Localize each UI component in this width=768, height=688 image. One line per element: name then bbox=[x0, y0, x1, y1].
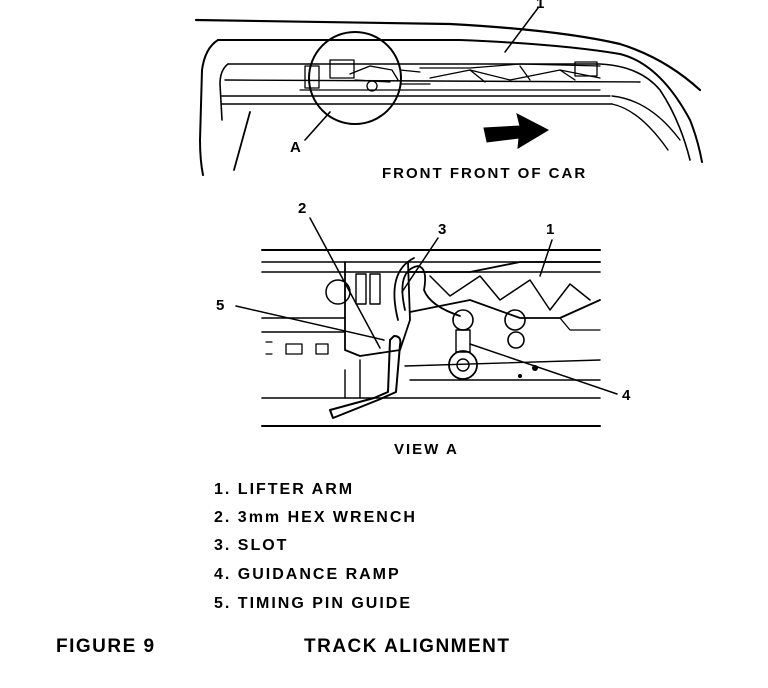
legend-item-timing-pin-guide: 5. TIMING PIN GUIDE bbox=[214, 595, 412, 612]
detail-label-a: A bbox=[290, 139, 301, 156]
legend-item-slot: 3. SLOT bbox=[214, 537, 288, 554]
figure-caption: FIGURE 9 TRACK ALIGNMENT bbox=[56, 636, 511, 657]
legend-item-lifter-arm: 1. LIFTER ARM bbox=[214, 481, 354, 498]
legend-item-hex-wrench: 2. 3mm HEX WRENCH bbox=[214, 509, 417, 526]
view-a-detail: 2 3 1 5 4 VIEW A bbox=[216, 200, 631, 458]
callout-5: 5 bbox=[216, 297, 224, 314]
front-of-car-label: FRONT FRONT OF CAR bbox=[382, 165, 587, 182]
legend-item-guidance-ramp: 4. GUIDANCE RAMP bbox=[214, 566, 401, 583]
legend: 1. LIFTER ARM 2. 3mm HEX WRENCH 3. SLOT … bbox=[214, 481, 417, 612]
callout-1: 1 bbox=[546, 221, 554, 238]
callout-3: 3 bbox=[438, 221, 446, 238]
figure-number: FIGURE 9 bbox=[56, 636, 156, 657]
callout-4: 4 bbox=[622, 387, 631, 404]
figure-title: TRACK ALIGNMENT bbox=[304, 636, 511, 657]
roof-overview: 1 A FRONT FRONT OF CAR bbox=[194, 0, 703, 182]
callout-2: 2 bbox=[298, 200, 306, 217]
front-direction-arrow bbox=[483, 113, 550, 149]
detail-circle-a bbox=[308, 31, 402, 125]
callout-1-overview: 1 bbox=[536, 0, 544, 12]
view-a-title: VIEW A bbox=[394, 441, 459, 458]
